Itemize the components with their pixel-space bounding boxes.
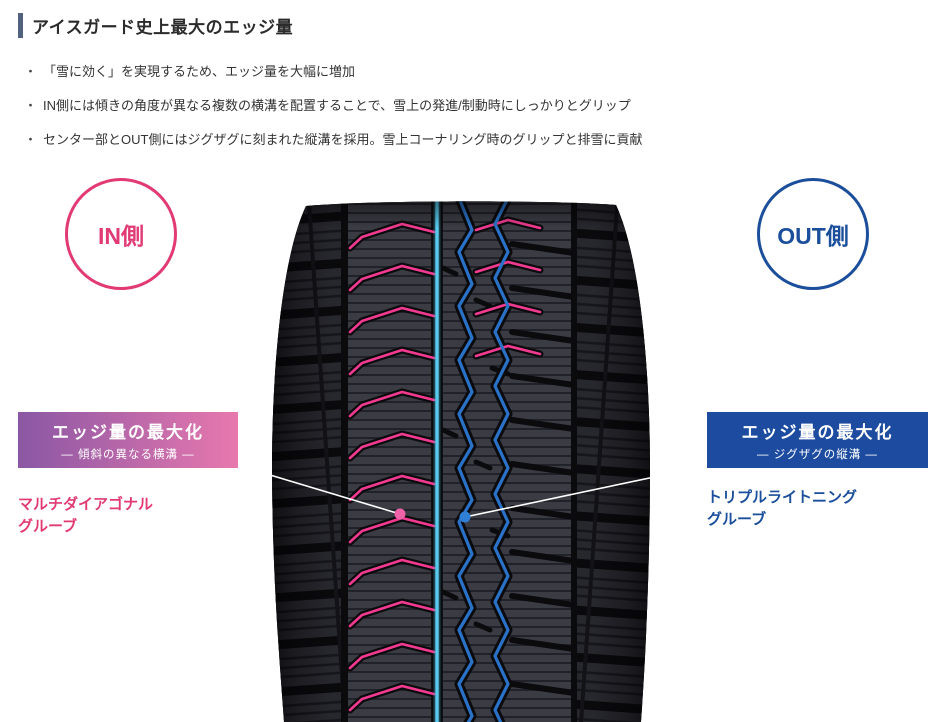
bullet-text: 「雪に効く」を実現するため、エッジ量を大幅に増加 (43, 64, 356, 79)
tread-base (272, 201, 650, 722)
left-groove-caption-line2: グルーブ (18, 518, 78, 535)
bullet-marker: ・ (24, 98, 38, 113)
right-callout-box: エッジ量の最大化 ― ジグザグの縦溝 ― (707, 412, 928, 468)
title-accent-bar (18, 13, 23, 38)
right-groove-caption: トリプルライトニング グルーブ (707, 487, 857, 531)
bullet-marker: ・ (24, 132, 38, 147)
right-callout-line (464, 465, 707, 518)
left-groove-caption-line1: マルチダイアゴナル (18, 496, 154, 513)
out-side-badge: OUT側 (757, 178, 869, 290)
bullet-marker: ・ (24, 64, 38, 79)
right-callout-title: エッジ量の最大化 (741, 423, 894, 442)
bullet-item: ・センター部とOUT側にはジグザグに刻まれた縦溝を採用。雪上コーナリング時のグリ… (24, 130, 642, 149)
in-side-label: IN側 (98, 223, 144, 249)
left-callout-box: エッジ量の最大化 ― 傾斜の異なる横溝 ― (18, 412, 238, 468)
bullet-text: センター部とOUT側にはジグザグに刻まれた縦溝を採用。雪上コーナリング時のグリッ… (43, 132, 643, 147)
pink-marker-dot (394, 508, 406, 520)
left-callout-title: エッジ量の最大化 (52, 423, 204, 442)
blue-marker-dot (459, 511, 471, 523)
feature-bullet-list: ・「雪に効く」を実現するため、エッジ量を大幅に増加 ・IN側には傾きの角度が異な… (24, 62, 642, 164)
page-title: アイスガード史上最大のエッジ量 (32, 18, 294, 37)
right-groove-caption-line2: グルーブ (707, 511, 767, 528)
callout-connectors (239, 465, 707, 523)
bullet-item: ・「雪に効く」を実現するため、エッジ量を大幅に増加 (24, 62, 642, 81)
left-groove-caption: マルチダイアゴナル グルーブ (18, 494, 153, 538)
out-side-label: OUT側 (777, 223, 849, 249)
left-callout-subtitle: ― 傾斜の異なる横溝 ― (61, 449, 195, 461)
bullet-text: IN側には傾きの角度が異なる複数の横溝を配置することで、雪上の発進/制動時にしっ… (43, 98, 631, 113)
right-groove-caption-line1: トリプルライトニング (707, 489, 858, 506)
left-callout-line (239, 465, 401, 515)
in-side-badge: IN側 (65, 178, 177, 290)
bullet-item: ・ IN側には傾きの角度が異なる複数の横溝を配置することで、雪上の発進/制動時にし… (24, 96, 642, 115)
right-callout-subtitle: ― ジグザグの縦溝 ― (757, 449, 878, 461)
page-header: アイスガード史上最大のエッジ量 (18, 13, 293, 38)
